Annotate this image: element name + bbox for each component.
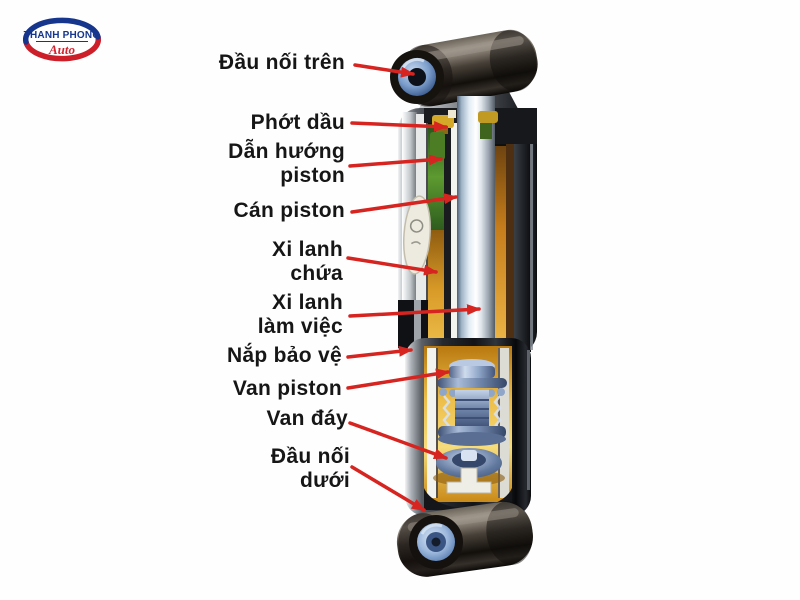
arrow-dan-huong-piston — [348, 154, 443, 168]
logo-wordmark: THANH PHONG — [24, 30, 101, 41]
arrow-dau-noi-duoi — [350, 465, 426, 512]
label-dau-noi-duoi: Đầu nối dưới — [270, 445, 350, 492]
arrow-nap-bao-ve — [346, 345, 413, 359]
piston-valve-assembly — [437, 359, 507, 446]
label-xi-lanh-chua: Xi lanh chứa — [272, 238, 343, 285]
brand-logo: THANH PHONG Auto — [22, 17, 102, 62]
arrow-van-day — [348, 421, 448, 460]
label-can-piston: Cán piston — [233, 199, 345, 222]
bottom-bushing — [409, 515, 463, 569]
logo-ring-top — [22, 17, 101, 45]
arrow-phot-dau — [350, 120, 448, 132]
label-nap-bao-ve: Nắp bảo vệ — [226, 344, 342, 367]
oil-chamber — [495, 146, 506, 352]
label-van-day: Van đáy — [266, 407, 348, 430]
label-dan-huong-piston: Dẫn hướng piston — [228, 140, 345, 187]
label-xi-lanh-lam-viec: Xi lanh làm việc — [257, 291, 343, 338]
arrow-xi-lanh-chua — [346, 256, 438, 276]
oil-seal-area — [430, 110, 498, 160]
label-dau-noi-tren: Đầu nối trên — [218, 51, 345, 74]
piston-rod — [457, 96, 495, 370]
logo-script: Auto — [48, 42, 76, 57]
base-valve — [433, 448, 505, 494]
label-phot-dau: Phớt dầu — [250, 111, 345, 134]
label-van-piston: Van piston — [232, 377, 342, 400]
arrow-dau-noi-tren — [353, 63, 415, 78]
arrow-van-piston — [346, 368, 450, 390]
badge-emblem — [402, 195, 432, 275]
arrow-xi-lanh-lam-viec — [348, 304, 481, 318]
logo-ring-bottom — [23, 34, 102, 62]
arrow-can-piston — [350, 193, 458, 214]
